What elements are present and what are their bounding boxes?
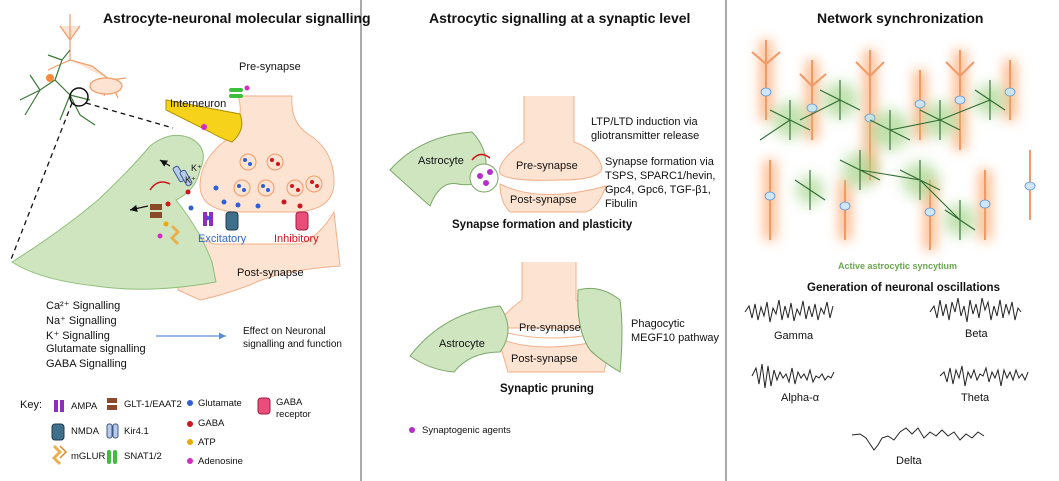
p2-presynapse-1-shape	[499, 96, 603, 181]
key-adenosine: Adenosine	[198, 456, 243, 467]
pre-synapse-label: Pre-synapse	[239, 61, 301, 73]
effect-label-1: Effect on Neuronal	[243, 326, 326, 337]
key-kir-icon	[106, 423, 119, 439]
inhibitory-label: Inhibitory	[274, 233, 319, 245]
p2-pre-synapse-label-1: Pre-synapse	[516, 160, 578, 172]
ltp-label-2: gliotransmitter release	[591, 130, 700, 142]
panel1-title: Astrocyte-neuronal molecular signalling	[103, 10, 371, 26]
key-gaba-dot	[187, 421, 193, 427]
key-label: Key:	[20, 399, 43, 411]
signal-glutamate: Glutamate signalling	[46, 343, 146, 355]
excitatory-label: Excitatory	[198, 233, 247, 245]
key-glt-icon	[107, 398, 117, 410]
ltp-label-1: LTP/LTD induction via	[591, 116, 698, 128]
beta-wave	[929, 297, 1022, 323]
syn-formation-label-1: Synapse formation via	[605, 156, 714, 168]
k-plus-label-2: K⁺	[185, 175, 196, 185]
p2-astrocyte-1-shape	[389, 131, 487, 207]
p2-pre-synapse-label-2: Pre-synapse	[519, 322, 581, 334]
key-gaba-receptor-2: receptor	[276, 409, 311, 420]
signal-na: Na⁺ Signalling	[46, 315, 117, 327]
interneuron-shape	[165, 99, 243, 143]
theta-wave	[939, 365, 1029, 387]
key-adenosine-dot	[187, 458, 193, 464]
p2-astrocyte-2-shape	[409, 305, 509, 373]
key-synaptogenic-dot	[409, 427, 415, 433]
delta-label: Delta	[896, 455, 922, 467]
key-gaba-receptor-1: GABA	[276, 397, 303, 408]
signal-ca: Ca²⁺ Signalling	[46, 300, 121, 312]
zoom-circle	[69, 87, 89, 107]
key-atp: ATP	[198, 437, 216, 448]
key-gaba-receptor-icon	[257, 397, 271, 415]
gamma-label: Gamma	[774, 330, 814, 342]
theta-label: Theta	[961, 392, 990, 404]
p2-astrocyte-label-1: Astrocyte	[418, 155, 464, 167]
kir-channel-icon	[172, 165, 193, 187]
gamma-wave	[744, 299, 834, 323]
delta-wave	[851, 427, 985, 451]
key-nmda: NMDA	[71, 426, 99, 437]
beta-label: Beta	[965, 328, 988, 340]
p2-astrocyte-3-shape	[577, 287, 623, 373]
effect-label-2: signalling and function	[243, 339, 342, 350]
key-glutamate-dot	[187, 400, 193, 406]
p2-post-synapse-label-2: Post-synapse	[511, 353, 578, 365]
key-mglur: mGLUR	[71, 451, 106, 462]
small-neuron-icon	[47, 14, 127, 99]
key-synaptogenic: Synaptogenic agents	[422, 425, 511, 436]
astrocyte-syncytium	[759, 80, 1006, 240]
mglur-icon	[169, 224, 181, 246]
interneuron-label: Interneuron	[170, 98, 227, 110]
key-mglur-icon	[51, 444, 68, 466]
ampa-receptor-icon	[203, 212, 213, 226]
panel3-title: Network synchronization	[817, 10, 984, 26]
syn-formation-label-3: Gpc4, Gpc6, TGF-β1,	[605, 184, 711, 196]
key-glt: GLT-1/EAAT2	[124, 399, 182, 410]
vesicles	[233, 153, 323, 197]
key-snat: SNAT1/2	[124, 451, 162, 462]
gaba-receptor-icon	[295, 211, 309, 231]
p2-post-synapse-label-1: Post-synapse	[510, 194, 577, 206]
p2-astrocyte-label-2: Astrocyte	[439, 338, 485, 350]
alpha-label: Alpha-α	[781, 392, 820, 404]
key-glutamate: Glutamate	[198, 398, 242, 409]
alpha-wave	[751, 363, 835, 389]
astrocyte-process-shape	[11, 134, 217, 290]
heading-synaptic-pruning: Synaptic pruning	[500, 383, 594, 395]
post-synapse-shape	[177, 210, 341, 301]
k-plus-label-1: K⁺	[191, 163, 202, 173]
key-ampa-icon	[54, 400, 64, 412]
key-atp-dot	[187, 439, 193, 445]
key-nmda-icon	[51, 423, 65, 441]
glt-transporter-icon	[150, 204, 162, 218]
nmda-receptor-icon	[225, 211, 239, 231]
panel2-title: Astrocytic signalling at a synaptic leve…	[429, 10, 691, 26]
signal-k: K⁺ Signalling	[46, 330, 110, 342]
phago-label-2: MEGF10 pathway	[631, 332, 720, 344]
heading-synapse-formation: Synapse formation and plasticity	[452, 219, 633, 231]
post-synapse-label: Post-synapse	[237, 267, 304, 279]
phago-label-1: Phagocytic	[631, 318, 685, 330]
oscillations-title: Generation of neuronal oscillations	[807, 282, 1000, 294]
key-ampa: AMPA	[71, 401, 98, 412]
syncytium-label: Active astrocytic syncytium	[838, 261, 958, 271]
syn-formation-label-4: Fibulin	[605, 198, 638, 210]
syn-formation-label-2: TSPS, SPARC1/hevin,	[605, 170, 716, 182]
key-gaba: GABA	[198, 418, 225, 429]
small-astrocyte-icon	[19, 49, 96, 126]
signal-gaba: GABA Signalling	[46, 358, 127, 370]
key-kir: Kir4.1	[124, 426, 149, 437]
key-snat-icon	[107, 450, 117, 464]
p2-postsynapse-1-shape	[499, 183, 607, 213]
